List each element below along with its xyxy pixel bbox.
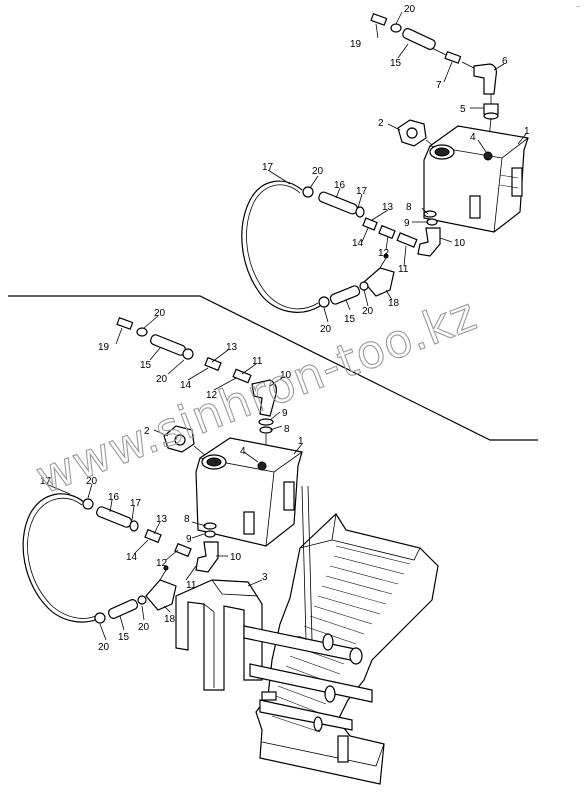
upper-level-sender-18 <box>363 253 395 297</box>
lower-level-sender-18 <box>145 565 177 611</box>
label-10: 10 <box>280 370 292 381</box>
upper-nipple-7 <box>444 51 462 64</box>
upper-fitting-11-12 <box>378 224 418 248</box>
lower-assembly: 20 19 15 13 11 20 14 12 10 9 8 2 4 1 17 … <box>22 308 439 785</box>
label-7: 7 <box>436 80 442 91</box>
upper-pipe-16 <box>318 191 365 218</box>
label-10: 10 <box>454 238 466 249</box>
label-20: 20 <box>362 306 374 317</box>
label-15: 15 <box>118 632 130 643</box>
lower-fitting-13b-14b <box>144 528 192 558</box>
lower-tank <box>195 437 303 547</box>
label-16: 16 <box>108 492 120 503</box>
label-20: 20 <box>312 166 324 177</box>
label-11: 11 <box>252 356 263 367</box>
label-4: 4 <box>470 132 476 143</box>
label-18: 18 <box>164 614 176 625</box>
label-14: 14 <box>180 380 192 391</box>
upper-leader-lines <box>267 11 527 323</box>
label-10: 10 <box>230 552 242 563</box>
lower-filler-cap <box>163 425 195 453</box>
label-8: 8 <box>184 514 190 525</box>
upper-washer-20b <box>302 186 314 198</box>
lower-fittings-8-9a <box>258 418 274 434</box>
lower-fittings-8-9b <box>203 522 217 538</box>
upper-tank <box>423 125 529 233</box>
label-9: 9 <box>282 408 288 419</box>
label-17: 17 <box>40 476 52 487</box>
upper-vent-4 <box>483 151 493 161</box>
label-15: 15 <box>344 314 356 325</box>
label-11: 11 <box>398 264 409 275</box>
lower-elbow-10b <box>195 541 219 573</box>
lower-washer-20c <box>82 498 94 510</box>
label-11: 11 <box>186 580 197 591</box>
label-2: 2 <box>378 118 384 129</box>
lower-leader-lines <box>45 315 303 641</box>
label-1: 1 <box>524 126 530 137</box>
label-8: 8 <box>406 202 412 213</box>
label-20: 20 <box>138 622 150 633</box>
label-15: 15 <box>140 360 152 371</box>
lower-fitting-13-14 <box>204 356 252 384</box>
lower-pipe-15a <box>150 334 194 360</box>
label-18: 18 <box>388 298 400 309</box>
lower-frame <box>243 513 439 785</box>
label-5: 5 <box>460 104 466 115</box>
label-17: 17 <box>356 186 368 197</box>
label-19: 19 <box>98 342 110 353</box>
label-13: 13 <box>226 342 238 353</box>
label-20: 20 <box>154 308 166 319</box>
label-14: 14 <box>352 238 364 249</box>
label-4: 4 <box>240 446 246 457</box>
label-19: 19 <box>350 39 362 50</box>
lower-bolt <box>116 317 148 337</box>
lower-pipe-15b <box>94 595 147 624</box>
upper-bolt <box>370 13 402 33</box>
label-13: 13 <box>382 202 394 213</box>
label-13: 13 <box>156 514 168 525</box>
upper-pipe-top <box>402 27 436 51</box>
upper-elbow-6 <box>473 63 497 95</box>
upper-fittings-8-9 <box>423 210 438 226</box>
label-12: 12 <box>156 558 168 569</box>
upper-assembly: 20 19 15 6 7 5 2 4 1 17 20 16 17 13 14 8… <box>241 4 530 335</box>
label-2: 2 <box>144 426 150 437</box>
label-8: 8 <box>284 424 290 435</box>
lower-pipe-16 <box>96 506 139 532</box>
label-20: 20 <box>86 476 98 487</box>
upper-pipe-15b <box>318 281 369 308</box>
label-20: 20 <box>98 642 110 653</box>
section-divider-line <box>8 295 538 441</box>
lower-elbow-10a <box>251 379 277 417</box>
upper-fitting-13-14 <box>362 217 378 231</box>
label-9: 9 <box>404 218 410 229</box>
label-20: 20 <box>156 374 168 385</box>
label-16: 16 <box>334 180 346 191</box>
label-20: 20 <box>404 4 416 15</box>
upper-filler-cap <box>397 119 427 147</box>
label-12: 12 <box>206 390 218 401</box>
label-20: 20 <box>320 324 332 335</box>
lower-hose-17 <box>22 493 101 623</box>
label-3: 3 <box>262 572 268 583</box>
upper-elbow-10 <box>417 227 441 257</box>
label-12: 12 <box>378 248 390 259</box>
label-17: 17 <box>262 162 274 173</box>
label-14: 14 <box>126 552 138 563</box>
label-9: 9 <box>186 534 192 545</box>
lower-vent-4 <box>257 461 267 471</box>
corner-mark: ~ <box>576 4 580 11</box>
upper-fitting-5 <box>483 103 499 120</box>
upper-hose-17 <box>241 180 321 313</box>
label-6: 6 <box>502 56 508 67</box>
label-15: 15 <box>390 58 402 69</box>
label-1: 1 <box>298 436 304 447</box>
label-17: 17 <box>130 498 142 509</box>
